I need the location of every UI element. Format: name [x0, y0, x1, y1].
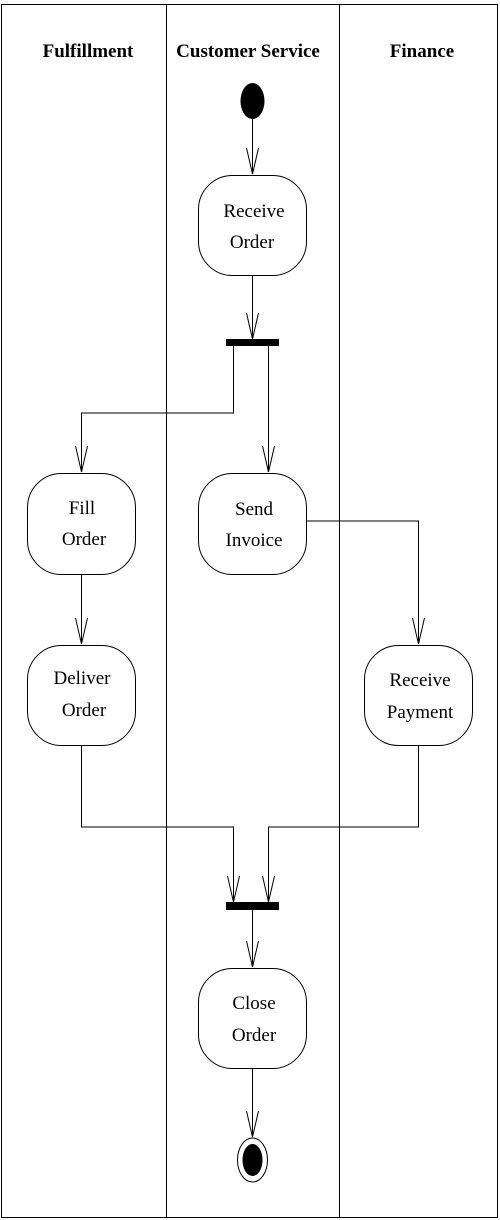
activity-close-order: Close Order	[198, 968, 307, 1069]
activity-label-line-2: Invoice	[226, 530, 283, 551]
activity-box	[198, 175, 307, 276]
arrowhead-icon	[246, 1110, 259, 1138]
arrowhead-icon	[262, 445, 275, 473]
activity-deliver-order: Deliver Order	[27, 645, 136, 746]
initial-node	[240, 83, 265, 119]
activity-box	[364, 645, 473, 746]
lane-title-finance: Finance	[390, 41, 454, 62]
activity-label-line-2: Order	[230, 232, 275, 253]
arrowhead-icon	[246, 940, 259, 968]
arrowhead-icon	[75, 617, 88, 645]
edge-deliver-to-join	[81, 745, 234, 902]
join-bar	[226, 902, 279, 910]
arrowhead-icon	[412, 617, 425, 645]
activity-label-line-1: Fill	[69, 498, 95, 519]
final-node	[237, 1137, 268, 1183]
lane-title-customer-service: Customer Service	[176, 41, 320, 62]
arrowhead-icon	[75, 445, 88, 473]
activity-box	[198, 968, 307, 1069]
activity-label-line-2: Order	[62, 529, 107, 550]
edge-payment-to-join	[268, 745, 419, 902]
activity-receive-order: Receive Order	[198, 175, 307, 276]
connectors	[81, 118, 419, 1137]
activity-box	[27, 645, 136, 746]
final-node-dot	[242, 1144, 263, 1176]
edge-send-to-payment	[306, 520, 419, 644]
activity-label-line-2: Payment	[387, 702, 454, 723]
activity-receive-payment: Receive Payment	[364, 645, 473, 746]
arrowhead-icon	[246, 147, 259, 175]
lane-title-fulfillment: Fulfillment	[43, 41, 134, 62]
diagram-frame	[1, 4, 498, 1218]
activity-label-line-1: Receive	[223, 201, 284, 222]
activity-label-line-1: Deliver	[54, 668, 112, 689]
activity-label-line-2: Order	[62, 700, 107, 721]
activity-label-line-2: Order	[232, 1025, 277, 1046]
activity-label-line-1: Send	[235, 499, 274, 520]
fork-bar	[226, 339, 279, 346]
activity-label-line-1: Close	[232, 993, 275, 1014]
activity-box	[27, 473, 136, 575]
activity-label-line-1: Receive	[389, 670, 450, 691]
arrowheads	[75, 147, 425, 1138]
edge-fork-to-fill	[81, 346, 234, 472]
activity-fill-order: Fill Order	[27, 473, 136, 575]
activity-send-invoice: Send Invoice	[198, 473, 307, 575]
activity-box	[198, 473, 307, 575]
